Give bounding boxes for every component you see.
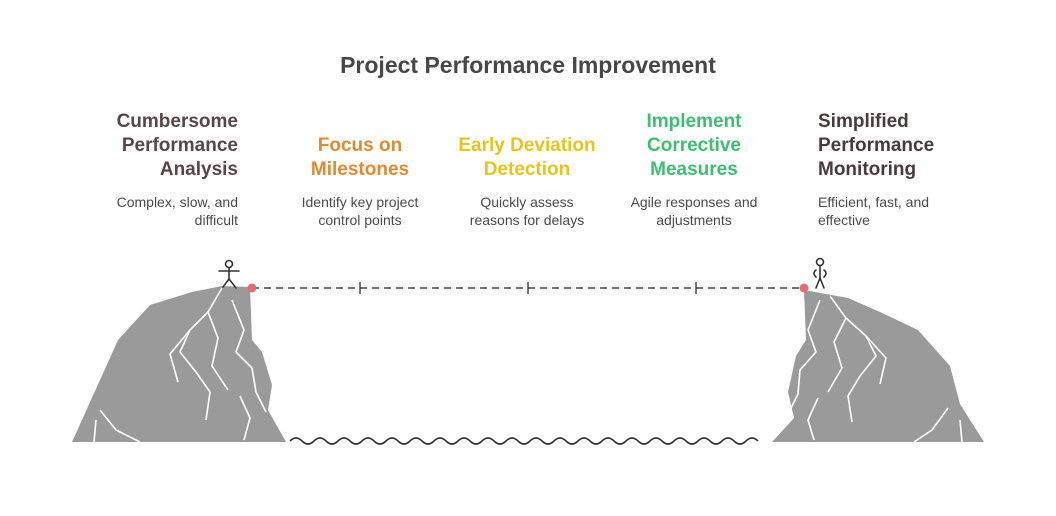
stage-4-heading: Implement Corrective Measures bbox=[604, 110, 784, 182]
stage-1-heading-line: Performance bbox=[121, 135, 238, 156]
stage-2-heading-line: Focus on bbox=[317, 135, 403, 156]
stage-4-description-line: Agile responses and bbox=[630, 194, 758, 210]
stage-4-description: Agile responses and adjustments bbox=[604, 193, 784, 229]
stage-2-description: Identify key project control points bbox=[270, 193, 450, 229]
stage-4-heading-line: Corrective bbox=[647, 135, 741, 156]
stage-2-description-line: control points bbox=[318, 212, 402, 228]
stage-3-heading: Early Deviation Detection bbox=[436, 134, 618, 182]
stage-5-description-line: Efficient, fast, and bbox=[818, 194, 930, 210]
stage-3-description-line: Quickly assess bbox=[480, 194, 574, 210]
left-cliff bbox=[72, 286, 286, 443]
stage-1-description-line: difficult bbox=[194, 212, 238, 228]
stage-1-description-line: Complex, slow, and bbox=[116, 194, 238, 210]
right-cliff bbox=[772, 290, 984, 443]
stage-5-description: Efficient, fast, and effective bbox=[818, 193, 1008, 229]
stage-5-heading-line: Monitoring bbox=[818, 159, 917, 180]
stage-5-heading: Simplified Performance Monitoring bbox=[818, 110, 1008, 182]
stick-figure-right-icon bbox=[813, 257, 827, 289]
rope-anchor-left bbox=[247, 283, 257, 293]
stage-3-heading-line: Early Deviation bbox=[458, 135, 596, 156]
stage-3-description: Quickly assess reasons for delays bbox=[436, 193, 618, 229]
stage-1-heading-line: Cumbersome bbox=[116, 111, 238, 132]
stage-2-heading: Focus on Milestones bbox=[270, 134, 450, 182]
page-title: Project Performance Improvement bbox=[340, 52, 716, 78]
stage-4-heading-line: Implement bbox=[646, 111, 742, 132]
stage-3-description-line: reasons for delays bbox=[469, 212, 585, 228]
water-waves bbox=[289, 437, 759, 445]
stick-figure-left-icon bbox=[218, 259, 240, 289]
stage-5-heading-line: Simplified bbox=[818, 111, 909, 132]
stage-1-heading-line: Analysis bbox=[159, 159, 238, 180]
stage-1-description: Complex, slow, and difficult bbox=[60, 193, 238, 229]
stage-3-heading-line: Detection bbox=[483, 159, 571, 180]
rope-anchor-right bbox=[799, 283, 809, 293]
stage-1-heading: Cumbersome Performance Analysis bbox=[60, 110, 238, 182]
stage-4-heading-line: Measures bbox=[650, 159, 738, 180]
stage-5-description-line: effective bbox=[818, 212, 870, 228]
stage-4-description-line: adjustments bbox=[656, 212, 732, 228]
milestone-rope bbox=[247, 282, 809, 294]
stage-5-heading-line: Performance bbox=[818, 135, 935, 156]
stage-2-description-line: Identify key project bbox=[301, 194, 419, 210]
stage-2-heading-line: Milestones bbox=[310, 159, 410, 180]
